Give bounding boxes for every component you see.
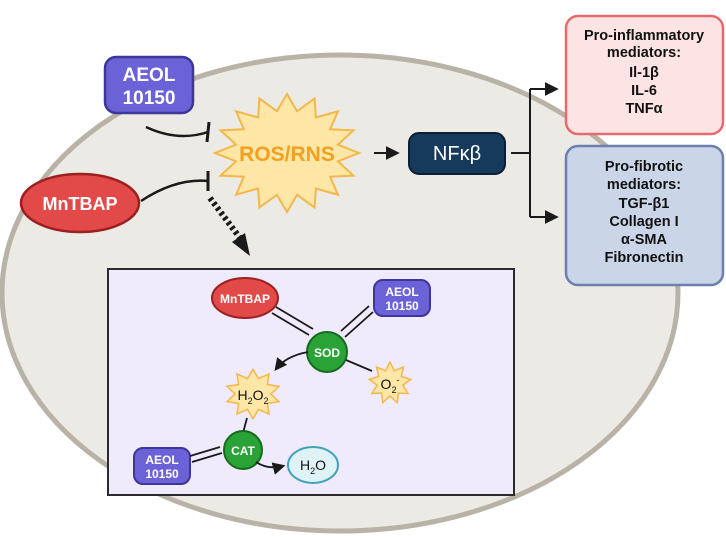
water-node: H2O — [287, 446, 339, 484]
fibro-item-4: Fibronectin — [605, 250, 684, 266]
mntbap-left-label: MnTBAP — [43, 194, 118, 214]
inflam-item-2: IL-6 — [631, 83, 657, 99]
inset-aeol-bottom-node: AEOL 10150 — [133, 447, 191, 485]
link-superoxide-sod — [345, 359, 373, 372]
fibro-title-line1: Pro-fibrotic — [605, 159, 683, 175]
fibro-item-2: Collagen I — [609, 214, 678, 230]
arrow-sod-to-h2o2 — [274, 351, 309, 371]
inflam-item-3: TNFα — [625, 101, 662, 117]
branch-nfkb-to-mediators — [511, 82, 559, 224]
inset-aeol-top-node: AEOL 10150 — [373, 279, 431, 317]
inflam-item-1: Il-1β — [629, 65, 659, 81]
h2o2-label: H2O2 — [237, 387, 268, 406]
inhibition-aeol-to-ros — [145, 121, 211, 143]
cat-label: CAT — [231, 444, 255, 458]
inset-mntbap-label: MnTBAP — [220, 292, 270, 306]
fibro-item-1: TGF-β1 — [619, 196, 670, 212]
fibro-title-line2: mediators: — [607, 177, 681, 193]
ros-rns-label: ROS/RNS — [239, 143, 335, 166]
aeol-top-line1: AEOL — [123, 65, 176, 86]
inset-aeol-top-line1: AEOL — [385, 285, 418, 299]
bond-aeol-cat — [189, 446, 223, 463]
dashed-arrow-to-inset — [207, 196, 250, 256]
sod-enzyme: SOD — [306, 331, 348, 373]
inflam-title-line2: mediators: — [607, 45, 681, 61]
water-label: H2O — [300, 457, 326, 476]
inset-aeol-top-line2: 10150 — [385, 299, 419, 313]
arrow-cat-to-water — [255, 461, 286, 475]
superoxide-label: O2- — [381, 375, 400, 395]
inset-aeol-bottom-line2: 10150 — [145, 467, 179, 481]
mechanism-inset: MnTBAP AEOL 10150 SOD O2- — [107, 268, 515, 496]
inset-mntbap-node: MnTBAP — [211, 277, 279, 319]
inflam-title-line1: Pro-inflammatory — [584, 28, 704, 44]
cat-enzyme: CAT — [223, 430, 263, 470]
sod-label: SOD — [314, 346, 340, 360]
inhibition-mntbap-to-ros — [140, 171, 210, 203]
pro-inflammatory-box: Pro-inflammatory mediators: Il-1β IL-6 T… — [564, 14, 725, 136]
superoxide-burst: O2- — [367, 360, 413, 405]
pro-fibrotic-box: Pro-fibrotic mediators: TGF-β1 Collagen … — [564, 144, 725, 287]
ros-rns-burst: ROS/RNS — [212, 92, 362, 214]
nfkb-label: NFκβ — [433, 143, 481, 165]
inset-aeol-bottom-line1: AEOL — [145, 453, 178, 467]
mntbap-left-node: MnTBAP — [19, 172, 141, 234]
h2o2-burst: H2O2 — [225, 367, 281, 421]
aeol-10150-top-node: AEOL 10150 — [103, 55, 195, 115]
fibro-item-3: α-SMA — [621, 232, 667, 248]
bond-aeol-sod — [340, 305, 374, 338]
aeol-top-line2: 10150 — [123, 88, 176, 109]
bond-mntbap-sod — [271, 306, 314, 336]
nfkb-node: NFκβ — [408, 132, 506, 175]
